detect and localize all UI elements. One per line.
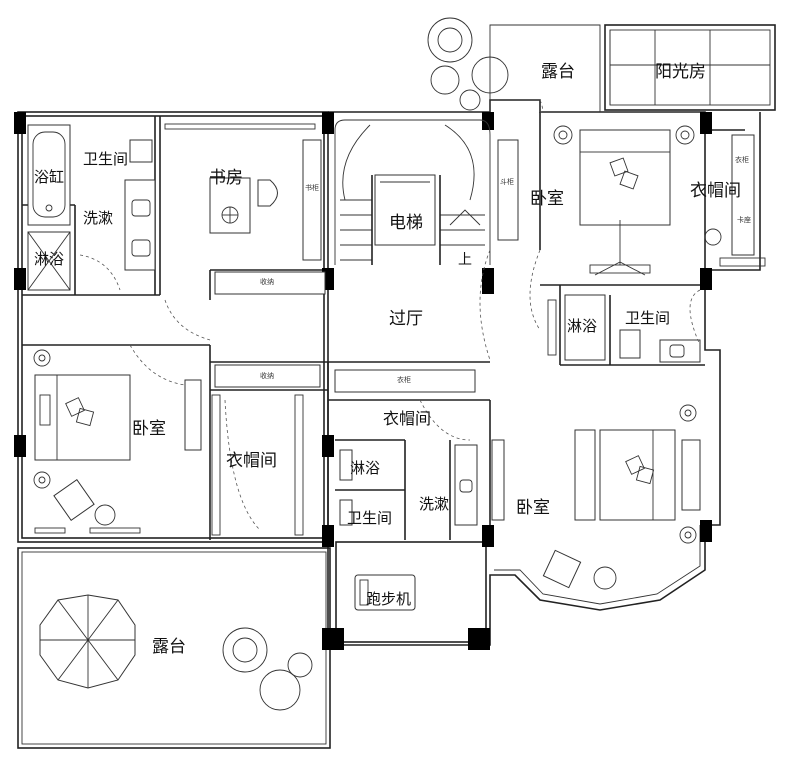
left-bed bbox=[34, 374, 131, 461]
label-shower-left: 淋浴 bbox=[34, 250, 64, 268]
tv-left bbox=[184, 379, 202, 451]
door-swings bbox=[79, 99, 701, 531]
treadmill-room-wall bbox=[335, 541, 487, 643]
label-bathroom-mid: 卫生间 bbox=[347, 509, 392, 527]
label-terrace-bottom: 露台 bbox=[152, 637, 186, 657]
storage-mid-shape bbox=[214, 364, 321, 388]
bathtub-shape bbox=[27, 124, 71, 226]
armchair-right bbox=[542, 549, 582, 589]
stairwell bbox=[334, 119, 491, 265]
treadmill-shape bbox=[354, 574, 416, 611]
label-wardrobe-left: 衣帽间 bbox=[226, 451, 277, 471]
room-labels: 露台 阳光房 卫生间 浴缸 洗漱 淋浴 书房 书柜 电梯 上 斗柜 卧室 衣帽间… bbox=[34, 62, 751, 657]
elevator-shaft bbox=[374, 174, 436, 246]
toilet-left bbox=[129, 139, 153, 163]
label-bookcase: 书柜 bbox=[305, 183, 319, 192]
label-bathtub: 浴缸 bbox=[34, 168, 64, 186]
bookcase-shape bbox=[302, 139, 322, 261]
toilet-mid bbox=[339, 499, 353, 526]
label-wash-mid: 洗漱 bbox=[419, 495, 449, 513]
label-wash-left: 洗漱 bbox=[83, 209, 113, 227]
label-storage-top: 收纳 bbox=[260, 277, 274, 286]
toilet-right bbox=[619, 329, 641, 359]
left-block-wall-inner bbox=[21, 115, 325, 539]
left-bedroom-furniture bbox=[33, 349, 202, 534]
label-wardrobe-mid: 衣帽间 bbox=[383, 409, 431, 428]
label-card-seat: 卡座 bbox=[737, 215, 751, 224]
right-bath-fixtures bbox=[547, 294, 701, 363]
study-chair bbox=[257, 179, 278, 207]
bay-window bbox=[494, 525, 701, 605]
storage-top-shape bbox=[214, 271, 326, 295]
vanity-left bbox=[124, 179, 156, 271]
left-bath-fixtures bbox=[27, 124, 156, 291]
label-up: 上 bbox=[458, 252, 472, 268]
label-clothes-cabinet-mid: 衣柜 bbox=[397, 375, 411, 384]
tv-right bbox=[491, 439, 505, 521]
clothes-cabinet-mid-shape bbox=[334, 369, 476, 393]
study-desk bbox=[209, 177, 251, 234]
label-treadmill: 跑步机 bbox=[366, 590, 411, 608]
top-terrace-decor bbox=[427, 17, 509, 111]
vanity-mid bbox=[454, 444, 478, 526]
label-cabinet-top: 斗柜 bbox=[500, 177, 514, 186]
label-bedroom-master: 卧室 bbox=[530, 189, 564, 209]
label-shower-mid: 淋浴 bbox=[350, 459, 380, 477]
shower-right-tray bbox=[564, 294, 606, 361]
right-bedroom-furniture bbox=[491, 404, 701, 590]
master-bedroom-furniture bbox=[497, 125, 766, 276]
right-bed-bench bbox=[574, 429, 596, 521]
right-cabinet bbox=[681, 439, 701, 511]
label-bedroom-left: 卧室 bbox=[132, 419, 166, 439]
label-elevator: 电梯 bbox=[389, 213, 423, 233]
bottom-terrace-decor bbox=[39, 594, 313, 711]
plant-top bbox=[427, 17, 473, 63]
label-bathroom-right: 卫生间 bbox=[625, 309, 670, 327]
sink-right bbox=[659, 339, 701, 363]
label-shower-right: 淋浴 bbox=[567, 317, 597, 335]
chest-cabinet bbox=[497, 139, 519, 241]
label-storage-mid: 收纳 bbox=[260, 371, 274, 380]
study-furniture bbox=[164, 123, 326, 295]
plant-bottom bbox=[222, 627, 268, 673]
label-clothes-cabinet-right: 衣柜 bbox=[735, 155, 749, 164]
label-sunroom: 阳光房 bbox=[655, 62, 706, 82]
sunroom-wall bbox=[604, 24, 776, 111]
wardrobe-right-cabinet bbox=[731, 134, 755, 256]
label-terrace-top: 露台 bbox=[541, 62, 575, 82]
shower-mid-shape bbox=[339, 449, 353, 481]
master-bed bbox=[579, 129, 671, 226]
label-study: 书房 bbox=[209, 168, 243, 188]
label-wardrobe-master: 衣帽间 bbox=[690, 181, 741, 201]
label-hall: 过厅 bbox=[389, 309, 423, 329]
armchair-left bbox=[53, 478, 95, 522]
umbrella bbox=[39, 594, 136, 689]
label-bedroom-right: 卧室 bbox=[516, 498, 550, 518]
top-terrace-rail bbox=[489, 24, 601, 112]
middle-furniture bbox=[211, 364, 478, 611]
label-bathroom-left: 卫生间 bbox=[83, 150, 128, 168]
left-block-wall bbox=[17, 111, 329, 543]
